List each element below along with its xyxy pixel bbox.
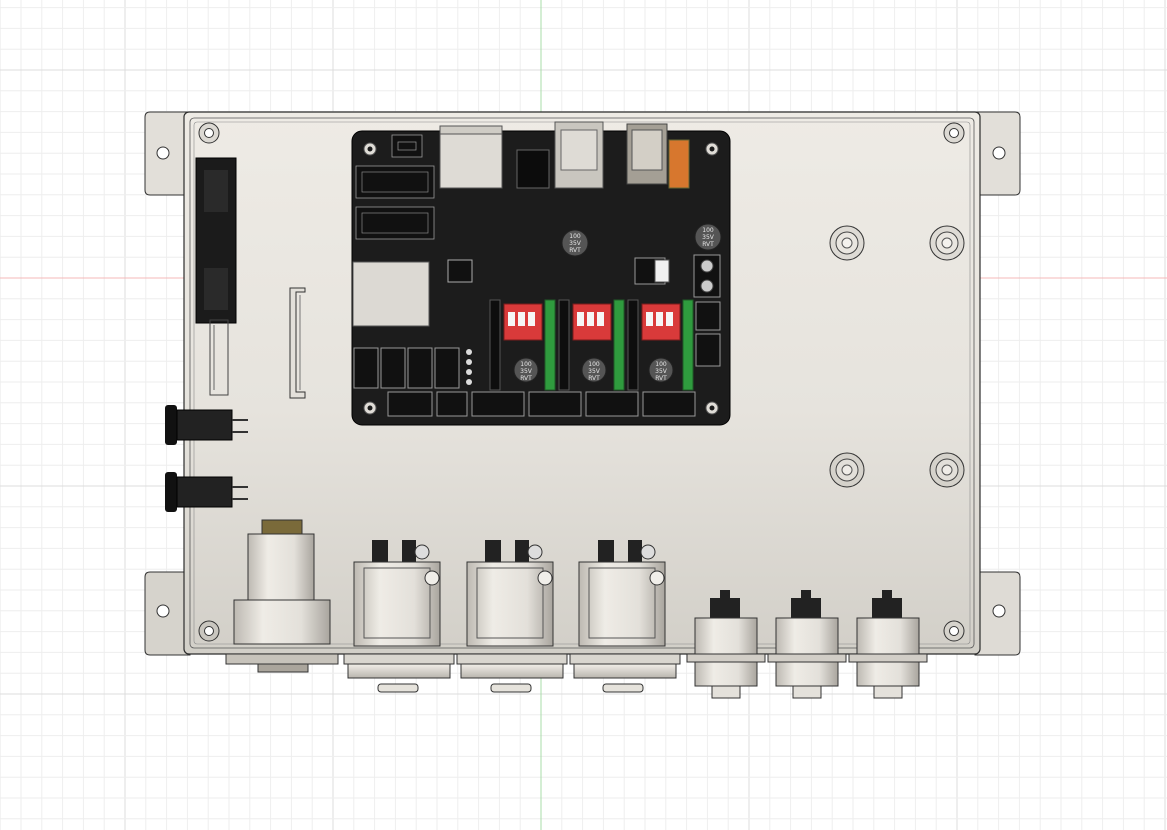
capacitor-4: 100 35V RVT [581,357,607,383]
svg-text:100: 100 [520,361,532,368]
panel-connector-large[interactable] [225,519,339,673]
xlr-connector-3[interactable] [569,540,681,693]
driver-socket-2[interactable] [558,299,625,391]
card-slot-bracket [289,287,306,399]
svg-text:100: 100 [569,233,581,240]
capacitor-1: 100 35V RVT [561,229,589,257]
svg-text:RVT: RVT [569,247,581,254]
round-connector-2[interactable] [767,590,847,699]
cooling-fan[interactable] [195,157,237,396]
svg-text:35V: 35V [569,240,582,247]
controller-board[interactable]: 100 35V RVT 100 35V RVT 100 35V RVT 100 … [351,121,731,426]
svg-text:35V: 35V [588,368,601,375]
svg-text:35V: 35V [520,368,533,375]
mounting-tabs[interactable] [144,111,1021,656]
svg-text:100: 100 [655,361,667,368]
capacitor-5: 100 35V RVT [648,357,674,383]
round-connector-3[interactable] [848,590,928,699]
round-connector-1[interactable] [686,590,766,699]
svg-text:35V: 35V [702,234,715,241]
svg-text:RVT: RVT [655,375,667,382]
side-audio-jacks[interactable] [165,405,248,512]
svg-text:100: 100 [588,361,600,368]
svg-text:RVT: RVT [588,375,600,382]
xlr-connector-2[interactable] [456,540,568,693]
driver-socket-1[interactable] [489,299,556,391]
svg-text:RVT: RVT [520,375,532,382]
driver-socket-3[interactable] [627,299,694,391]
capacitor-3: 100 35V RVT [513,357,539,383]
xlr-connector-1[interactable] [343,540,455,693]
capacitor-2: 100 35V RVT [694,223,722,251]
corner-screws [198,122,965,642]
svg-text:100: 100 [702,227,714,234]
pcb-standoffs[interactable] [829,225,965,488]
svg-text:RVT: RVT [702,241,714,248]
svg-text:35V: 35V [655,368,668,375]
